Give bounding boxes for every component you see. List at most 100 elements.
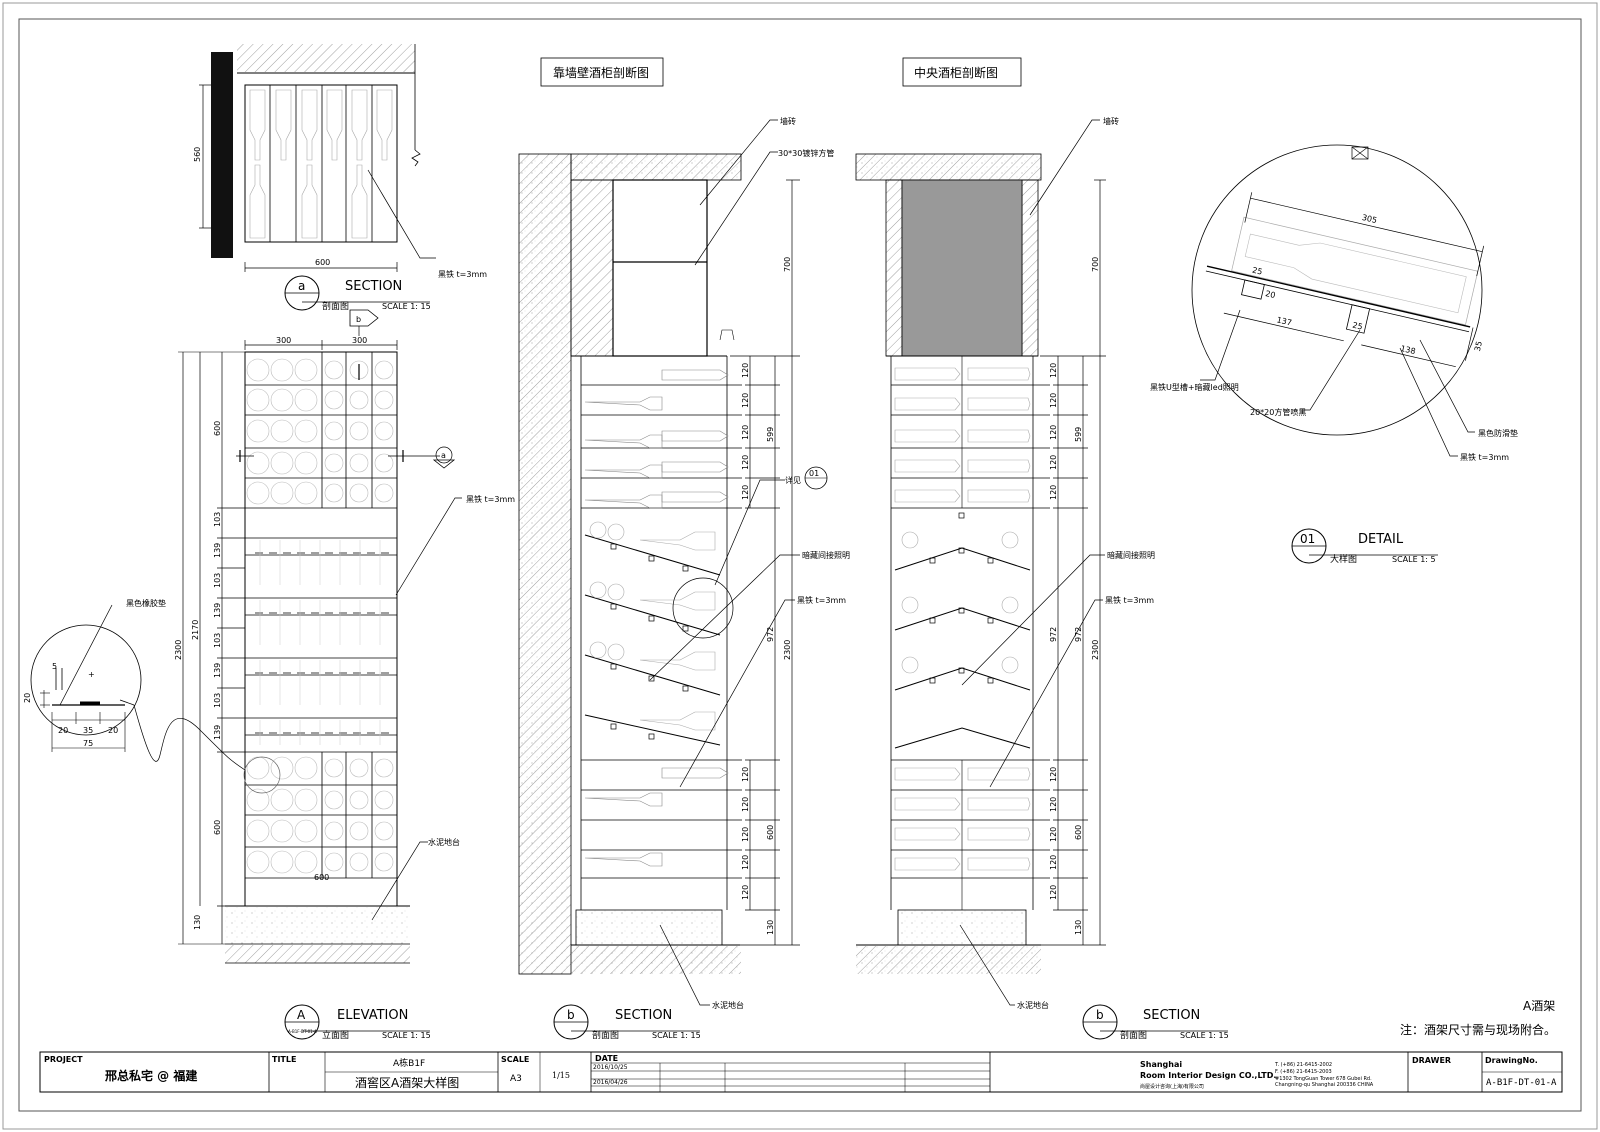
dim-600-wall: 600 [766,825,775,840]
tb-title-line2: 酒窖区A酒架大样图 [355,1075,459,1090]
caption-section-en-wall: SECTION [615,1008,672,1023]
elev-ref-code: A-B1F-DT-01-A [288,1029,317,1034]
dim-120-c10: 120 [1049,885,1058,900]
rack-outline [244,84,398,243]
dim-120-c1: 120 [1049,363,1058,378]
title-center-section: 中央酒柜剖断图 [914,65,998,80]
dim-20-b: 20 [108,726,118,735]
tag-A-elev: A [297,1008,306,1022]
dim-120-c3: 120 [1049,425,1058,440]
tag-b-center: b [1096,1008,1104,1022]
dim-120-c8: 120 [1049,827,1058,842]
dim-560: 560 [193,147,202,162]
tb-title-line1: A栋B1F [393,1057,425,1069]
caption-elevation-cn: 立面图 [322,1029,349,1041]
caption-detail: 01 DETAIL 大样图 SCALE 1: 5 [1291,528,1438,565]
dim-5: 5 [52,662,57,671]
tb-scale-label: SCALE [501,1055,529,1064]
rubber-pad-detail: + 5 20 20 35 20 75 黑色橡胶垫 [23,598,246,771]
label-wall-tile-wall: 墙砖 [780,116,796,126]
tb-date-2: 2016/04/26 [593,1079,628,1086]
dim-20-a: 20 [58,726,68,735]
label-cement-base-elev: 水泥地台 [428,837,460,847]
dim-972-center-inner: 972 [1049,627,1058,642]
dim-600-upper: 600 [213,421,222,436]
dim-2300-wall: 2300 [783,640,792,660]
inner-border [18,18,1582,1112]
label-black-iron-elev: 黑铁 t=3mm [466,494,515,504]
caption-section-a: a SECTION 剖面图 SCALE 1: 15 [284,275,431,312]
dim-2300-center: 2300 [1091,640,1100,660]
dim-120-c6: 120 [1049,767,1058,782]
label-black-iron-center: 黑铁 t=3mm [1105,595,1154,605]
dim-120-w4: 120 [741,455,750,470]
dim-25-a: 25 [1251,266,1263,277]
dim-120-c7: 120 [1049,797,1058,812]
tb-date-label: DATE [595,1054,618,1063]
elevation-view: b a [174,309,515,964]
rack-name: A酒架 [1523,999,1555,1013]
dim-599-center: 599 [1074,427,1083,442]
dim-120-c5: 120 [1049,485,1058,500]
label-cement-base-wall: 水泥地台 [712,1000,744,1010]
tb-project-value: 邢总私宅 @ 福建 [105,1068,198,1083]
tb-company-2: Room Interior Design CO.,LTD. [1140,1071,1276,1080]
dim-130-wall: 130 [766,920,775,935]
caption-section-b-wall: b SECTION 剖面图 SCALE 1: 15 [553,1004,701,1041]
center-cabinet-section: 中央酒柜剖断图 [855,57,1155,1010]
label-wall-tile-center: 墙砖 [1103,116,1119,126]
dim-120-c4: 120 [1049,455,1058,470]
dim-599-wall: 599 [766,427,775,442]
dim-120-w6: 120 [741,767,750,782]
top-section-view: 560 600 黑铁 t=3mm [193,44,487,279]
dim-972-wall: 972 [766,627,775,642]
center-void-fill [901,179,1023,357]
note-text: 注：酒架尺寸需与现场附合。 [1400,1022,1556,1037]
dim-305: 305 [1361,213,1378,225]
dim-20-detail: 20 [1264,289,1276,300]
dim-700-wall: 700 [783,257,792,272]
label-black-iron-wall: 黑铁 t=3mm [797,595,846,605]
label-rubber-pad: 黑色橡胶垫 [126,598,166,608]
dim-103-3: 103 [213,633,222,648]
dim-35-detail: 35 [1473,340,1484,352]
dim-130-center: 130 [1074,920,1083,935]
label-see-detail: 详见 [785,475,801,485]
caption-detail-cn: 大样图 [1330,553,1357,565]
caption-scale-detail: SCALE 1: 5 [1392,555,1436,564]
dim-75: 75 [83,739,93,748]
dim-139-4: 139 [213,725,222,740]
dim-300-left: 300 [276,336,291,345]
tag-a-marker: a [441,451,446,460]
dim-139-1: 139 [213,543,222,558]
dim-600-lower: 600 [213,820,222,835]
label-black-iron-detail: 黑铁 t=3mm [1460,452,1509,462]
dim-972-center: 972 [1074,627,1083,642]
caption-section-cn-a: 剖面图 [322,300,349,312]
caption-section-cn-center: 剖面图 [1120,1029,1147,1041]
caption-elevation: A A-B1F-DT-01-A ELEVATION 立面图 SCALE 1: 1… [284,1004,431,1041]
tb-date-1: 2016/10/25 [593,1064,628,1071]
label-galv-tube: 30*30镀锌方管 [778,148,834,158]
dim-120-w1: 120 [741,363,750,378]
dim-120-c2: 120 [1049,393,1058,408]
tag-b-marker: b [356,315,361,324]
dim-20-pad: 20 [23,693,32,703]
tag-b-wall: b [567,1008,575,1022]
dim-2300-elev: 2300 [174,640,183,660]
tb-drawer-label: DRAWER [1412,1056,1451,1065]
dim-25-b: 25 [1352,321,1364,332]
label-hidden-light-wall: 暗藏间接照明 [802,550,850,560]
label-u-channel: 黑铁U型槽+暗藏led照明 [1150,382,1239,392]
detail-center-mark: + [88,670,95,679]
tb-company-cn: 尚屋设计咨询(上海)有限公司 [1140,1083,1204,1090]
dim-120-w2: 120 [741,393,750,408]
dim-130-elev: 130 [193,915,202,930]
dim-120-w10: 120 [741,885,750,900]
dim-120-w9: 120 [741,855,750,870]
dim-600-top: 600 [315,258,330,267]
tb-scale-value: A3 [510,1074,522,1084]
dim-103-2: 103 [213,573,222,588]
dim-137: 137 [1276,315,1293,327]
title-wall-section: 靠墙壁酒柜剖断图 [553,65,649,80]
